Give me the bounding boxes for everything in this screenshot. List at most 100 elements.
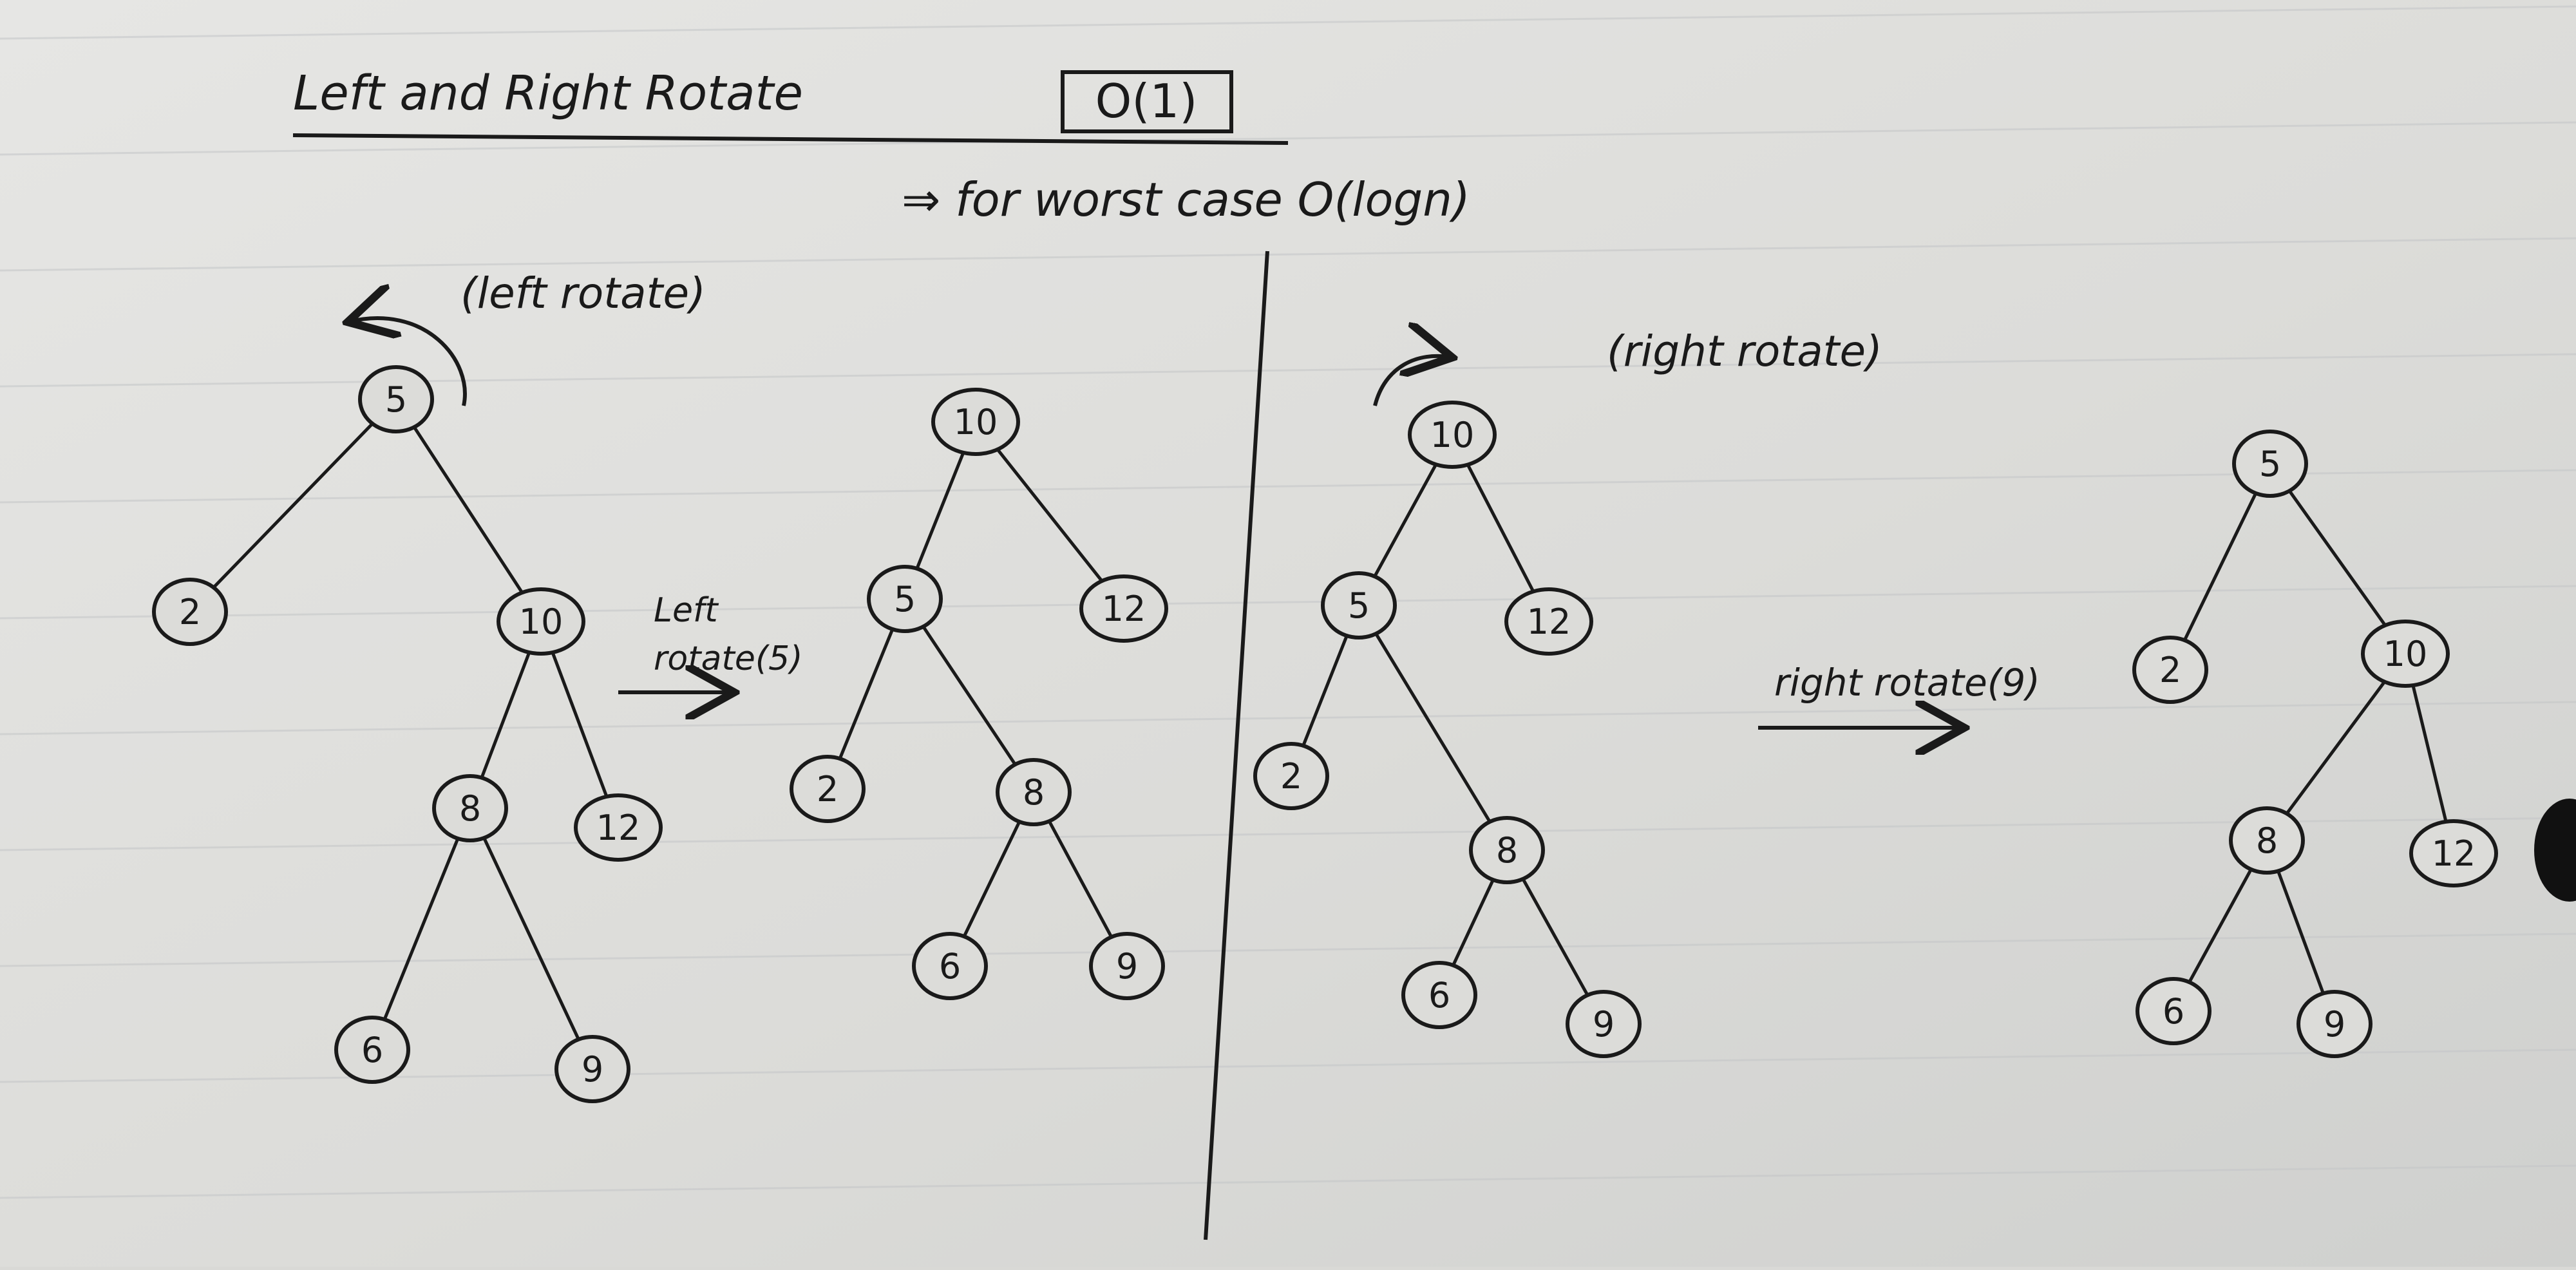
tree-node-circle — [2136, 977, 2211, 1045]
tree-node-circle — [1079, 574, 1168, 643]
tree-node-label: 6 — [939, 946, 961, 987]
ruled-line — [0, 1164, 2576, 1199]
tree-node-label: 5 — [894, 579, 916, 620]
tree-node-circle — [1089, 932, 1165, 1000]
tree-node-circle — [1469, 816, 1545, 884]
heading-title: Left and Right Rotate — [293, 66, 803, 121]
tree-edge — [903, 598, 1036, 793]
tree-node-label: 5 — [2259, 444, 2281, 484]
tree-node-label: 8 — [2256, 820, 2278, 861]
tree-node-circle — [1504, 587, 1593, 656]
tree-node-circle — [912, 932, 988, 1000]
tree-node-label: 10 — [954, 402, 998, 442]
tree-node-circle — [790, 755, 866, 823]
tree-edge — [1357, 604, 1509, 851]
left-section-after-tree: 10 5 12 2 8 6 9 — [790, 388, 1168, 1000]
ruled-line — [0, 817, 2576, 851]
tree-node-circle — [931, 388, 1020, 456]
tree-node-label: 9 — [1116, 946, 1138, 987]
ruled-line — [0, 701, 2576, 735]
ruled-line — [0, 933, 2576, 967]
tree-node-label: 6 — [361, 1030, 383, 1070]
heading-complexity: O(1) — [1095, 74, 1198, 128]
tree-node-circle — [1401, 961, 1477, 1029]
left-section-before-tree: 5 2 10 8 12 6 9 — [152, 365, 663, 1103]
tree-node-circle — [2229, 806, 2305, 875]
ruled-line — [0, 121, 2576, 156]
tree-node-label: 8 — [459, 788, 481, 829]
tree-node-circle — [554, 1035, 630, 1103]
ruled-line — [0, 1048, 2576, 1083]
tree-node-circle — [2297, 990, 2372, 1058]
tree-node-label: 12 — [1527, 602, 1571, 642]
left-rotate-op-line1: Left — [654, 591, 719, 630]
ruled-line — [0, 585, 2576, 620]
ruled-line — [0, 237, 2576, 272]
tree-node-label: 10 — [2383, 634, 2428, 674]
tree-node-circle — [2132, 636, 2208, 704]
tree-node-label: 6 — [1428, 975, 1450, 1016]
tree-node-label: 9 — [1593, 1004, 1615, 1045]
tree-node-label: 6 — [2163, 991, 2184, 1032]
tree-edge — [2168, 462, 2272, 671]
ruled-line — [0, 469, 2576, 504]
tree-node-label: 12 — [596, 808, 641, 848]
heading: Left and Right Rotate O(1) ⇒ for worst c… — [292, 66, 1470, 227]
tree-node-circle — [432, 774, 508, 842]
tree-node-label: 10 — [519, 602, 564, 642]
tree-edge — [974, 421, 1125, 610]
ruled-lines — [0, 5, 2576, 1199]
tree-node-label: 12 — [2432, 833, 2476, 874]
tree-edge — [394, 398, 543, 623]
tree-node-circle — [1321, 571, 1397, 640]
tree-node-label: 2 — [1280, 756, 1302, 797]
ruled-line — [0, 5, 2576, 40]
section-divider — [1204, 251, 1269, 1240]
tree-node-label: 8 — [1496, 830, 1518, 871]
tree-node-circle — [996, 758, 1072, 826]
tree-diagrams: 5 2 10 8 12 6 9 10 5 12 2 8 6 9 10 5 12 2 8 6 9 5 2 10 8 12 6 9 — [152, 365, 2498, 1103]
right-section-before-tree: 10 5 12 2 8 6 9 — [1253, 401, 1642, 1058]
tree-node-label: 2 — [817, 769, 838, 810]
tree-node-circle — [574, 793, 663, 862]
ruled-line — [0, 353, 2576, 388]
tree-edge — [370, 808, 472, 1050]
edge-smudge — [2534, 799, 2576, 902]
tree-node-label: 8 — [1023, 772, 1045, 813]
tree-node-circle — [1566, 990, 1642, 1058]
tree-edge — [2268, 462, 2407, 655]
tree-edge — [539, 621, 620, 828]
tree-node-label: 9 — [2324, 1004, 2345, 1045]
right-rotate-op-label: right rotate(9) — [1774, 661, 2040, 705]
tree-node-circle — [2361, 620, 2450, 688]
tree-node-label: 2 — [2159, 650, 2181, 690]
tree-node-label: 10 — [1430, 415, 1475, 455]
tree-edge — [2265, 652, 2407, 842]
tree-node-label: 2 — [179, 592, 201, 632]
tree-node-label: 5 — [385, 379, 407, 420]
left-rotate-op-line2: rotate(5) — [654, 640, 803, 678]
tree-node-circle — [152, 578, 228, 646]
right-rotate-curved-arrow — [1373, 356, 1452, 406]
heading-note: ⇒ for worst case O(logn) — [902, 173, 1470, 227]
left-rotate-curved-arrow — [348, 318, 467, 406]
right-rotate-caption: (right rotate) — [1607, 327, 1882, 376]
tree-node-label: 12 — [1102, 589, 1146, 629]
tree-node-label: 9 — [582, 1049, 603, 1090]
left-rotate-caption: (left rotate) — [460, 269, 706, 318]
tree-node-circle — [497, 587, 585, 656]
tree-edge — [189, 398, 397, 613]
tree-node-circle — [1408, 401, 1497, 469]
heading-underline — [292, 133, 1289, 145]
tree-node-circle — [2409, 819, 2498, 887]
tree-node-circle — [358, 365, 434, 433]
tree-node-circle — [1253, 742, 1329, 810]
tree-edge — [468, 807, 594, 1070]
tree-node-circle — [334, 1016, 410, 1084]
tree-node-circle — [2232, 430, 2308, 498]
right-section-after-tree: 5 2 10 8 12 6 9 — [2132, 430, 2498, 1058]
tree-node-circle — [867, 565, 943, 633]
tree-node-label: 5 — [1348, 585, 1370, 626]
